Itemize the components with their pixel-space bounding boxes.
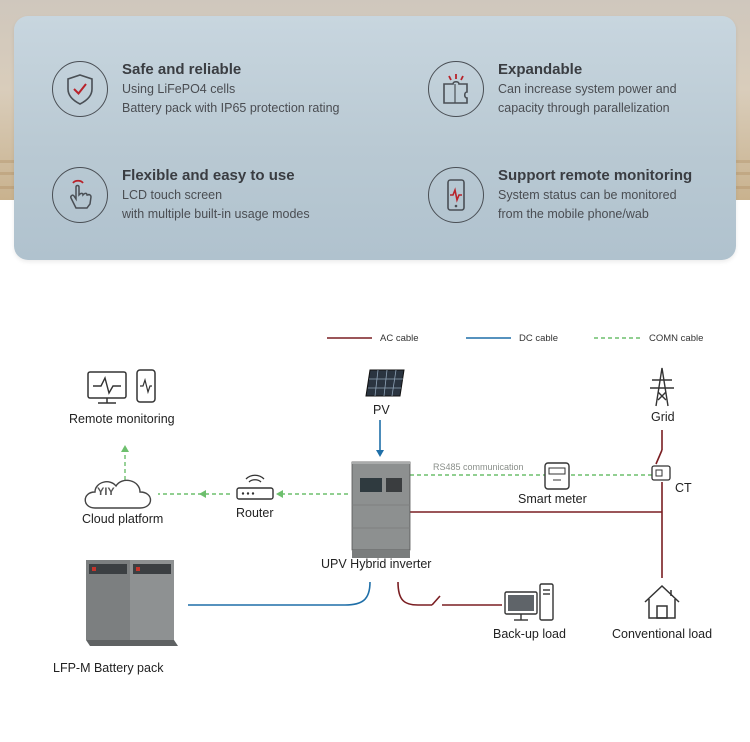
shield-check-icon: [52, 61, 108, 117]
feature-title: Support remote monitoring: [498, 167, 693, 184]
arrow-to-remote: [121, 445, 129, 452]
hybrid-inverter-device: [351, 461, 411, 558]
grid-tower-icon: [650, 367, 674, 407]
battery-pack-device: [86, 560, 178, 646]
features-panel: Safe and reliable Using LiFePO4 cells Ba…: [14, 16, 736, 260]
house-icon: [644, 584, 680, 619]
rs485-label: RS485 communication: [433, 462, 524, 472]
feature-line: with multiple built-in usage modes: [122, 207, 310, 221]
feature-line: System status can be monitored: [498, 188, 677, 202]
smart-meter-label: Smart meter: [518, 492, 587, 506]
grid-label: Grid: [651, 410, 675, 424]
feature-title: Safe and reliable: [122, 61, 242, 78]
ac-backup-switch: [431, 595, 441, 606]
router-label: Router: [236, 506, 274, 520]
touch-hand-icon: [52, 167, 108, 223]
feature-remote-monitoring: Support remote monitoring System status …: [428, 167, 750, 237]
system-diagram: AC cable DC cable COMN cable Remote moni…: [0, 300, 750, 742]
feature-title: Flexible and easy to use: [122, 167, 295, 184]
inverter-label: UPV Hybrid inverter: [321, 557, 432, 571]
dc-inverter-battery: [188, 581, 371, 606]
ct-icon: [651, 465, 671, 481]
feature-line: from the mobile phone/wab: [498, 207, 649, 221]
arrow-to-router: [276, 490, 283, 498]
puzzle-icon: [428, 61, 484, 117]
solar-panel-icon: [365, 369, 405, 397]
backup-load-label: Back-up load: [493, 627, 566, 641]
remote-monitor-icon: [87, 369, 156, 404]
feature-title: Expandable: [498, 61, 583, 78]
cloud-logo-text: YIY: [97, 486, 115, 498]
computer-icon: [504, 583, 554, 621]
arrow-to-cloud: [199, 490, 206, 498]
feature-line: Battery pack with IP65 protection rating: [122, 101, 340, 115]
ac-inverter-backup: [397, 581, 432, 606]
remote-monitoring-label: Remote monitoring: [69, 412, 175, 426]
ct-label: CT: [675, 481, 692, 495]
conventional-load-label: Conventional load: [612, 627, 713, 641]
legend-comn-label: COMN cable: [649, 333, 704, 344]
battery-label: LFP-M Battery pack: [53, 661, 164, 675]
pv-label: PV: [373, 403, 390, 417]
feature-expandable: Expandable Can increase system power and…: [428, 61, 750, 131]
phone-monitor-icon: [428, 167, 484, 223]
feature-line: Can increase system power and: [498, 82, 677, 96]
ac-ct-switch: [655, 449, 663, 465]
feature-safe-reliable: Safe and reliable Using LiFePO4 cells Ba…: [52, 61, 382, 131]
cloud-icon: [84, 479, 152, 509]
feature-line: capacity through parallelization: [498, 101, 670, 115]
feature-line: Using LiFePO4 cells: [122, 82, 236, 96]
cloud-platform-label: Cloud platform: [82, 512, 164, 526]
legend-dc-label: DC cable: [519, 333, 559, 344]
feature-line: LCD touch screen: [122, 188, 223, 202]
legend-ac-label: AC cable: [380, 333, 419, 344]
feature-flexible: Flexible and easy to use LCD touch scree…: [52, 167, 382, 237]
router-icon: [236, 474, 274, 500]
smart-meter-icon: [544, 462, 570, 490]
arrow-to-inverter: [376, 450, 384, 457]
